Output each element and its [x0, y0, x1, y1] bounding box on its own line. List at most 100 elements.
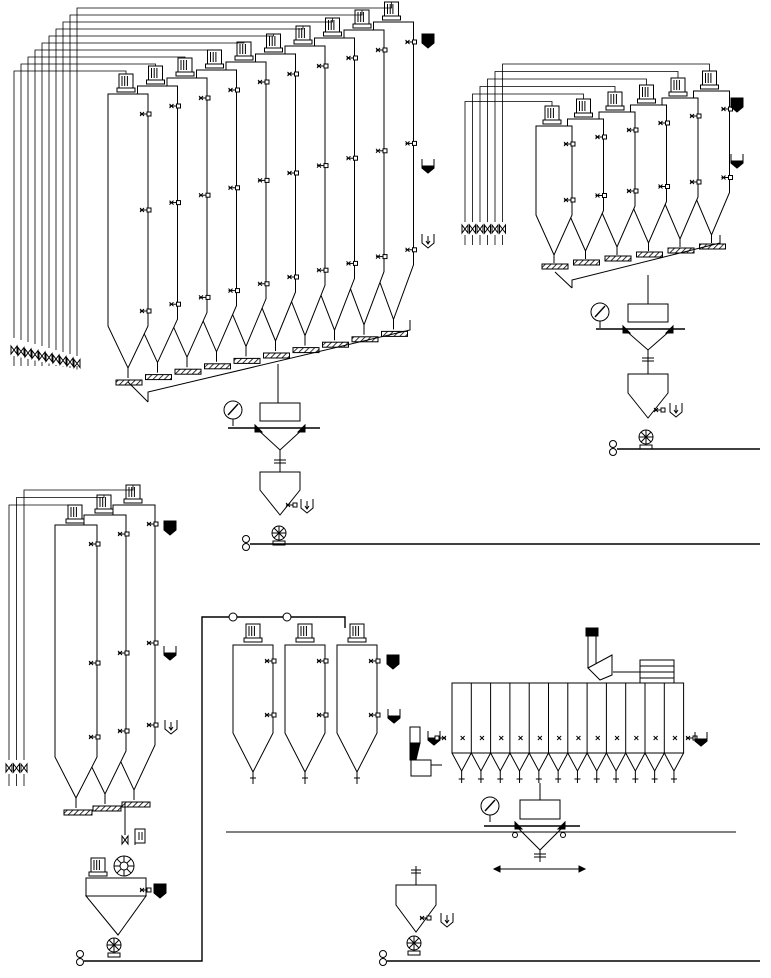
level-sensor-icon [117, 650, 130, 656]
fan-icon [242, 535, 250, 551]
screw-conveyor-icon [204, 363, 231, 370]
air-line [464, 101, 553, 222]
level-sensor-mark [287, 274, 292, 280]
screw-conveyor-body [92, 805, 122, 812]
level-sensor-icon [228, 185, 240, 191]
level-sensor-icon [316, 267, 329, 273]
level-sensor-mark [368, 712, 374, 718]
level-sensor-head [426, 915, 432, 921]
slide-valve-icon [5, 762, 13, 774]
air-line [76, 2, 392, 356]
silo-column [54, 504, 101, 816]
air-line [48, 34, 274, 348]
silo-outline [535, 125, 573, 257]
bin-indicator-arrow-head [444, 919, 450, 924]
slide-valve-body [121, 834, 129, 846]
level-sensor-icon [287, 274, 299, 280]
section-d-packing-area [226, 612, 760, 966]
cross-mark [576, 735, 581, 741]
motor-icon [347, 623, 367, 643]
level-sensor-mark [146, 722, 152, 728]
level-sensor-mark [169, 200, 174, 205]
motor-icon [295, 623, 315, 643]
level-sensor-mark [375, 148, 381, 154]
level-sensor-icon [146, 640, 159, 646]
level-sensor-icon [434, 735, 447, 741]
bin-level-indicator-icon [730, 154, 744, 169]
level-sensor-mark [228, 288, 233, 293]
screw-conveyor-icon [604, 255, 632, 262]
level-sensor-icon [658, 120, 670, 126]
level-sensor-icon [146, 722, 159, 728]
level-sensor-icon [257, 281, 270, 287]
level-sensor-head [176, 301, 181, 307]
motor-body [118, 73, 134, 89]
level-sensor-icon [626, 127, 639, 133]
level-sensor-icon [287, 71, 299, 77]
silo-outline [336, 644, 378, 774]
bag-row [639, 665, 675, 673]
level-sensor-icon [169, 301, 181, 307]
small-bin [548, 683, 569, 783]
slide-valve-body [24, 347, 32, 359]
level-sensor-head [264, 177, 270, 183]
bin-level-indicator-icon [730, 97, 744, 113]
motor-base [700, 84, 719, 90]
level-sensor-icon [595, 134, 607, 140]
small-bin-cone [586, 752, 607, 773]
screw-conveyor-icon [351, 336, 379, 343]
slide-valve-icon [59, 355, 67, 366]
level-sensor-head [146, 308, 152, 314]
level-sensor-mark [626, 127, 632, 133]
small-bin [625, 683, 646, 783]
rotary-valve-vane [108, 939, 120, 951]
motor-icon [234, 41, 254, 61]
screw-conveyor-body [174, 368, 202, 375]
small-bin-cone [605, 752, 627, 773]
fan-impeller [76, 950, 84, 958]
level-sensor-icon [346, 155, 358, 161]
bin-indicator-arrow-head [673, 409, 679, 414]
slide-valve-icon [17, 346, 25, 357]
bin-indicator-low [421, 165, 435, 174]
level-sensor-mark [316, 267, 322, 273]
level-sensor-head [570, 141, 576, 147]
bin-indicator-full [421, 33, 435, 49]
level-sensor-head [412, 247, 417, 253]
cross-mark [537, 735, 543, 741]
level-sensor-head [353, 55, 358, 61]
motor-base [668, 91, 688, 97]
section-b-silo-battery [461, 63, 760, 456]
bin-indicator-empty [669, 403, 683, 418]
level-sensor-icon [287, 170, 299, 176]
silo-outline [284, 644, 326, 774]
level-sensor-head [728, 175, 733, 180]
level-sensor-icon [405, 247, 417, 253]
motor-base [234, 55, 254, 61]
fan-impeller [242, 543, 250, 551]
level-sensor-mark [595, 134, 600, 140]
level-sensor-mark [169, 103, 174, 109]
level-sensor-head [153, 521, 159, 527]
level-sensor-icon [689, 113, 702, 119]
packing-machine-icon [585, 627, 613, 681]
bag-row [639, 659, 675, 667]
level-sensor-mark [198, 192, 204, 198]
screw-conveyor-body [204, 363, 231, 370]
small-bin [663, 683, 685, 783]
level-sensor-mark [198, 95, 204, 101]
bin-level-indicator-icon [153, 883, 167, 899]
level-sensor-head [382, 47, 388, 53]
level-sensor-head [153, 722, 159, 728]
cross-mark [556, 735, 562, 741]
screw-conveyor-body [233, 357, 261, 364]
collector-conveyor [571, 235, 721, 288]
level-sensor-icon [257, 177, 270, 183]
bin-indicator-empty [300, 499, 314, 514]
bin-indicator-empty [440, 913, 454, 928]
silo-column [232, 623, 277, 784]
small-bin [528, 683, 549, 783]
level-sensor-mark [198, 295, 204, 300]
slide-valve-body [45, 352, 53, 363]
